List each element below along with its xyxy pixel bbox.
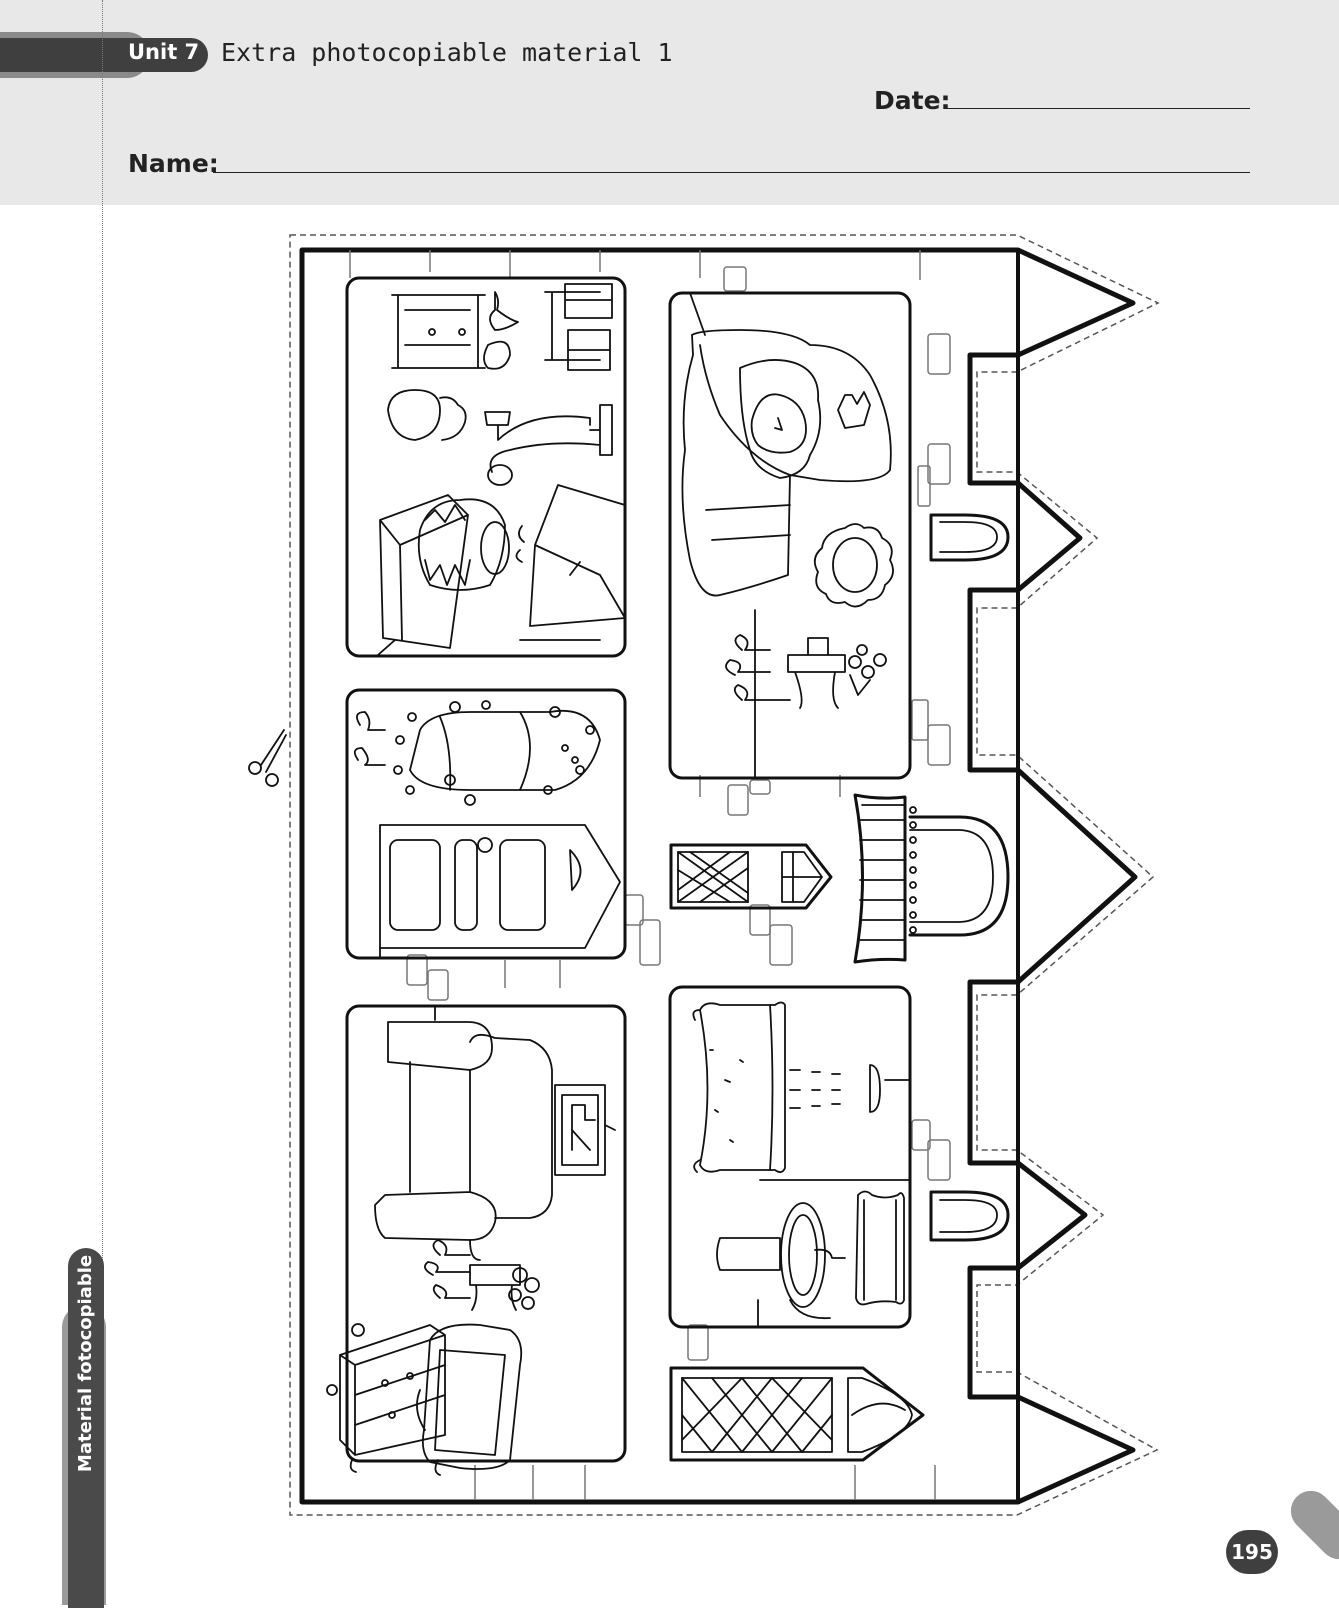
room-dining: [345, 688, 627, 960]
room-kitchen: [345, 276, 627, 658]
unit-label: Unit 7: [128, 40, 200, 64]
room-bathroom: [668, 985, 912, 1329]
binding-margin: [102, 0, 103, 1600]
worksheet-title: Extra photocopiable material 1: [221, 38, 673, 67]
unit-tab: [0, 38, 208, 72]
name-field[interactable]: [213, 172, 1250, 173]
room-bedroom: [668, 291, 912, 780]
door-with-portcullis: [853, 793, 1010, 964]
window-arched-1: [669, 843, 833, 910]
side-tab: [68, 1248, 104, 1608]
date-label: Date:: [874, 86, 951, 115]
side-tab-label: Material fotocopiable: [75, 1254, 97, 1472]
cut-line: [289, 234, 1160, 1516]
date-field[interactable]: [946, 108, 1250, 109]
scissors-icon: [248, 729, 287, 787]
side-tab-label-wrap: Material fotocopiable: [68, 1248, 104, 1478]
name-label: Name:: [128, 149, 219, 178]
page-badge: [1226, 1530, 1278, 1574]
brick-marks: [349, 250, 951, 1500]
window-small-1: [929, 513, 1010, 562]
window-small-2: [929, 1190, 1010, 1242]
page-number: 195: [1231, 1540, 1273, 1564]
castle-outline: [299, 247, 1138, 1505]
worksheet-header: [0, 0, 1339, 205]
window-arched-2: [669, 1366, 925, 1462]
room-living: [326, 1004, 627, 1476]
